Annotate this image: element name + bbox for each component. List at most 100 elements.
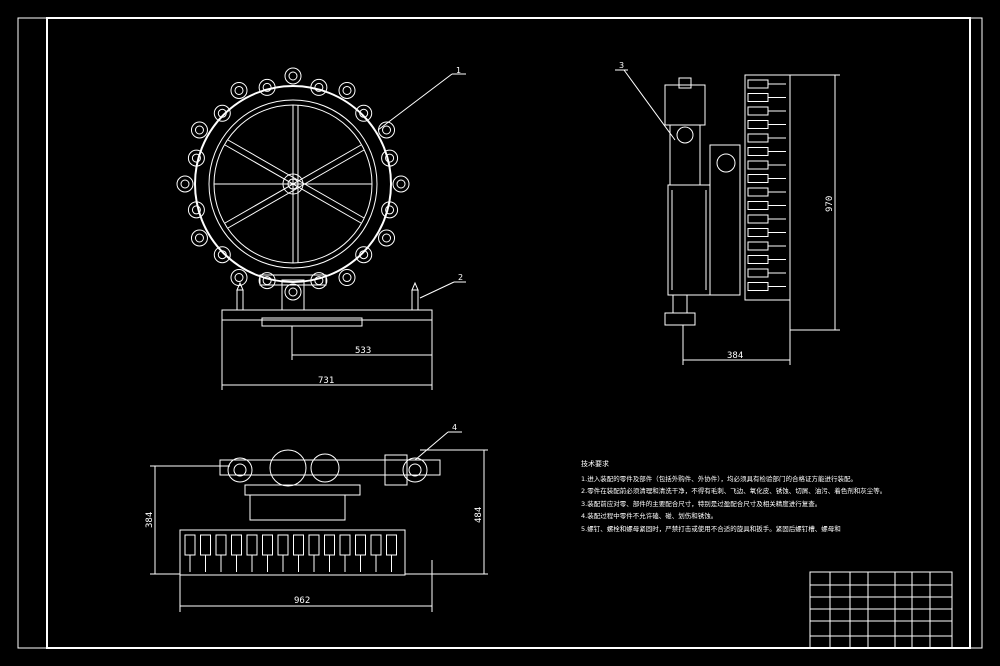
tool-pocket-core xyxy=(194,125,204,135)
tool-pocket-core xyxy=(217,108,227,118)
tool-pocket-core xyxy=(382,233,392,243)
tool-pocket xyxy=(187,149,205,167)
dim-bottom-right: 484 xyxy=(474,507,484,523)
tool-pocket-core xyxy=(396,179,406,189)
tool-pocket-core xyxy=(385,153,395,163)
notes-item: 2.零件在装配前必须清理和清洗干净，不得有毛刺、飞边、氧化皮、锈蚀、切屑、油污、… xyxy=(581,487,887,495)
top-tool xyxy=(386,534,397,556)
tool-pocket-core xyxy=(191,153,201,163)
tool-pocket-core xyxy=(359,108,369,118)
dim-bottom-total: 962 xyxy=(294,596,310,606)
tool-pocket xyxy=(381,201,399,219)
side-tool xyxy=(747,187,769,197)
top-tool xyxy=(339,534,351,556)
side-tool xyxy=(747,160,769,170)
tool-pocket-core xyxy=(262,82,272,92)
side-tool xyxy=(747,282,769,291)
callout-2: 2 xyxy=(458,273,463,282)
tool-pocket xyxy=(338,81,356,99)
tool-pocket-core xyxy=(234,273,244,283)
tool-pocket xyxy=(213,104,231,122)
side-tool xyxy=(747,133,769,143)
side-view xyxy=(615,69,840,365)
top-view xyxy=(150,431,488,612)
tool-pocket xyxy=(258,78,276,96)
tool-pocket xyxy=(284,67,302,85)
top-tool xyxy=(293,534,304,556)
tool-pocket xyxy=(392,175,410,193)
tool-pocket-core xyxy=(180,179,190,189)
side-tool xyxy=(747,268,769,278)
top-tool xyxy=(200,534,211,556)
side-tool xyxy=(747,120,769,129)
side-tool xyxy=(747,93,769,102)
tool-pocket-core xyxy=(234,85,244,95)
tool-pocket xyxy=(381,149,399,167)
tool-pocket xyxy=(378,229,396,247)
tool-pocket-core xyxy=(382,125,392,135)
tool-pocket-core xyxy=(342,273,352,283)
top-tool xyxy=(231,534,242,556)
tool-pocket xyxy=(190,229,208,247)
dim-side-height: 970 xyxy=(825,196,835,212)
notes-item: 4.装配过程中零件不允许磕、碰、划伤和锈蚀。 xyxy=(581,512,718,520)
top-tool xyxy=(215,534,227,556)
notes-item: 1.进入装配的零件及部件（包括外购件、外协件），均必须具有检验部门的合格证方能进… xyxy=(581,474,857,483)
title-block xyxy=(809,571,953,649)
tool-pocket xyxy=(310,78,328,96)
tool-pocket-core xyxy=(314,82,324,92)
side-tool xyxy=(747,228,769,237)
tool-pocket-core xyxy=(359,250,369,260)
tool-pocket-core xyxy=(191,205,201,215)
tool-pocket xyxy=(378,121,396,139)
top-tool xyxy=(277,534,289,556)
side-tool xyxy=(747,214,769,224)
dim-bottom-left: 384 xyxy=(145,512,155,528)
tool-pocket xyxy=(258,272,276,290)
tool-pocket xyxy=(213,246,231,264)
notes-item: 3.装配前应对零、部件的主要配合尺寸，特别是过盈配合尺寸及相关精度进行复查。 xyxy=(581,499,822,508)
dim-side-width: 384 xyxy=(727,351,743,361)
top-tool xyxy=(370,534,382,556)
callout-1: 1 xyxy=(456,66,461,75)
inner-frame xyxy=(46,17,971,649)
tool-pocket xyxy=(338,269,356,287)
tool-pocket-core xyxy=(288,71,298,81)
tool-pocket xyxy=(190,121,208,139)
tool-pocket-core xyxy=(342,85,352,95)
tool-pocket-core xyxy=(288,287,298,297)
top-tool xyxy=(355,534,366,556)
side-tool xyxy=(747,147,769,156)
top-tool xyxy=(246,534,258,556)
tool-pocket xyxy=(187,201,205,219)
top-tool xyxy=(308,534,320,556)
tool-pocket xyxy=(310,272,328,290)
technical-notes: 技术要求 1.进入装配的零件及部件（包括外购件、外协件），均必须具有检验部门的合… xyxy=(581,458,887,535)
callout-4: 4 xyxy=(452,423,457,432)
dim-front-inner: 533 xyxy=(355,346,371,356)
tool-pocket-core xyxy=(385,205,395,215)
dim-front-total: 731 xyxy=(318,376,334,386)
side-tool xyxy=(747,174,769,183)
tool-pocket xyxy=(355,104,373,122)
tool-pocket xyxy=(230,269,248,287)
tool-pocket-core xyxy=(194,233,204,243)
tool-pocket xyxy=(355,246,373,264)
callout-3: 3 xyxy=(619,61,624,70)
side-tool xyxy=(747,241,769,251)
side-tool xyxy=(747,201,769,210)
tool-pocket-core xyxy=(217,250,227,260)
side-tool xyxy=(747,106,769,116)
notes-title: 技术要求 xyxy=(581,460,609,468)
top-tool xyxy=(262,534,273,556)
tool-pocket xyxy=(176,175,194,193)
top-tool xyxy=(324,534,335,556)
notes-item: 5.螺钉、螺栓和螺母紧固时，严禁打击或使用不合适的旋具和扳手。紧固后螺钉槽、螺母… xyxy=(581,524,841,533)
front-view xyxy=(176,67,466,390)
top-tool xyxy=(184,534,196,556)
tool-pocket xyxy=(284,283,302,301)
side-tool xyxy=(747,79,769,89)
outer-frame xyxy=(17,17,983,649)
tool-pocket xyxy=(230,81,248,99)
